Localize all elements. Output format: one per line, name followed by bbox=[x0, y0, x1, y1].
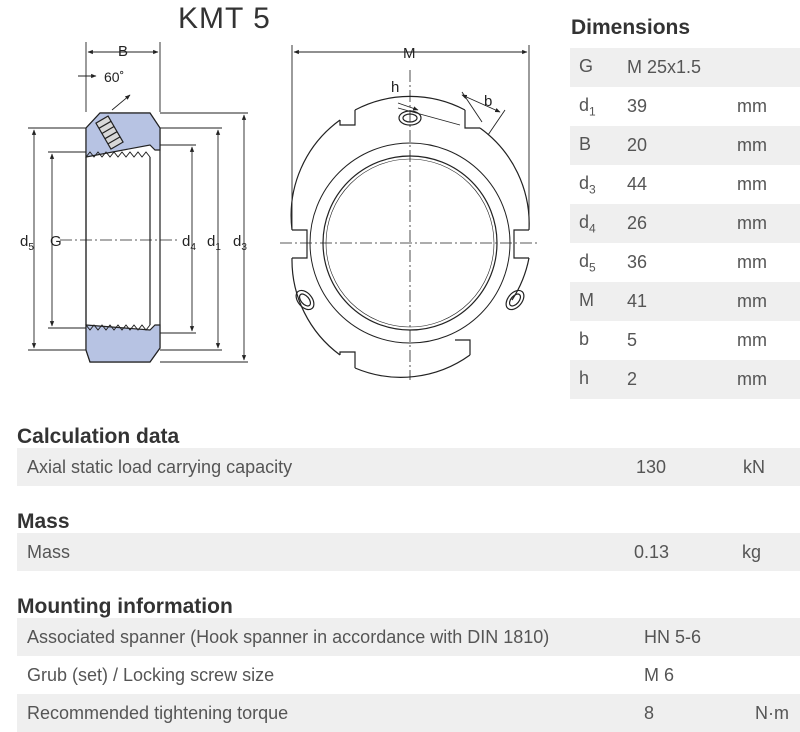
mount-value-spanner: HN 5-6 bbox=[644, 627, 702, 647]
mount-value-screw: M 6 bbox=[644, 665, 675, 685]
mounting-heading: Mounting information bbox=[17, 595, 233, 618]
calculation-heading: Calculation data bbox=[17, 425, 180, 448]
dimension-symbol: d5 bbox=[579, 250, 596, 275]
mount-label-torque: Recommended tightening torque bbox=[27, 703, 289, 723]
dimension-value: 41 bbox=[627, 282, 737, 321]
mount-label-spanner: Associated spanner (Hook spanner in acco… bbox=[27, 627, 550, 647]
dimension-symbol: b bbox=[579, 328, 590, 349]
mass-unit: kg bbox=[742, 542, 762, 562]
dimension-symbol: d4 bbox=[570, 204, 627, 243]
mount-row-screw: Grub (set) / Locking screw size M 6 bbox=[17, 656, 800, 694]
label-b: b bbox=[484, 93, 492, 110]
dimension-row: d1 39 mm bbox=[570, 87, 800, 126]
dimension-symbol: B bbox=[570, 126, 627, 165]
dimension-unit: mm bbox=[737, 174, 767, 194]
dimension-unit: mm bbox=[737, 330, 767, 350]
calc-row-load: Axial static load carrying capacity 130 … bbox=[17, 448, 800, 486]
thread-top bbox=[85, 151, 151, 158]
dimension-row: b 5 mm bbox=[570, 321, 800, 360]
mount-value-torque: 8 bbox=[644, 703, 655, 723]
dimension-value: 36 bbox=[627, 252, 648, 272]
dimension-value: M 25x1.5 bbox=[627, 48, 737, 87]
mass-heading: Mass bbox=[17, 510, 70, 533]
calc-label: Axial static load carrying capacity bbox=[27, 457, 293, 477]
mount-label-screw: Grub (set) / Locking screw size bbox=[27, 665, 275, 685]
dimension-value: 26 bbox=[627, 204, 737, 243]
label-B: B bbox=[118, 43, 128, 60]
label-d3: d3 bbox=[233, 233, 247, 253]
dimension-unit: mm bbox=[737, 282, 800, 321]
label-d5: d5 bbox=[20, 233, 34, 253]
mass-value: 0.13 bbox=[634, 542, 670, 562]
label-M: M bbox=[403, 45, 416, 62]
dimension-row: d3 44 mm bbox=[570, 165, 800, 204]
dimension-unit: mm bbox=[737, 360, 800, 399]
mount-row-torque: Recommended tightening torque 8 N·m bbox=[17, 694, 800, 732]
dimension-unit: mm bbox=[737, 96, 767, 116]
dimension-unit: mm bbox=[737, 252, 767, 272]
mount-row-spanner: Associated spanner (Hook spanner in acco… bbox=[17, 618, 800, 656]
dimension-unit: mm bbox=[737, 126, 800, 165]
bottom-section-fill bbox=[85, 324, 161, 363]
calc-value: 130 bbox=[636, 457, 667, 477]
product-title: KMT 5 bbox=[178, 2, 271, 35]
mount-unit-torque: N·m bbox=[755, 703, 789, 723]
dimension-row: d5 36 mm bbox=[570, 243, 800, 282]
dimension-value: 2 bbox=[627, 360, 737, 399]
label-angle: 60˚ bbox=[104, 69, 124, 85]
mass-row: Mass 0.13 kg bbox=[17, 533, 800, 571]
dimension-symbol: d1 bbox=[579, 94, 596, 119]
label-d1: d1 bbox=[207, 233, 221, 253]
dimension-unit: mm bbox=[737, 204, 800, 243]
dimension-value: 5 bbox=[627, 330, 638, 350]
dimensions-heading: Dimensions bbox=[571, 16, 691, 39]
label-h: h bbox=[391, 79, 399, 96]
dimension-value: 20 bbox=[627, 126, 737, 165]
label-G: G bbox=[50, 233, 62, 250]
label-d4: d4 bbox=[182, 233, 196, 253]
dimension-symbol: G bbox=[570, 48, 627, 87]
dimension-symbol: h bbox=[570, 360, 627, 399]
section-view bbox=[60, 112, 180, 363]
dimension-value: 39 bbox=[627, 96, 648, 116]
technical-drawing: B 60˚ d5 G d4 d1 d3 M h b bbox=[20, 42, 540, 380]
dimension-symbol: M bbox=[570, 282, 627, 321]
dimension-value: 44 bbox=[627, 174, 648, 194]
locking-screw bbox=[95, 115, 124, 150]
calc-unit: kN bbox=[743, 457, 765, 477]
mass-label: Mass bbox=[27, 542, 71, 562]
thread-bottom bbox=[85, 324, 151, 331]
dimension-symbol: d3 bbox=[579, 172, 596, 197]
front-view bbox=[280, 70, 540, 380]
dimension-unit bbox=[737, 48, 800, 87]
